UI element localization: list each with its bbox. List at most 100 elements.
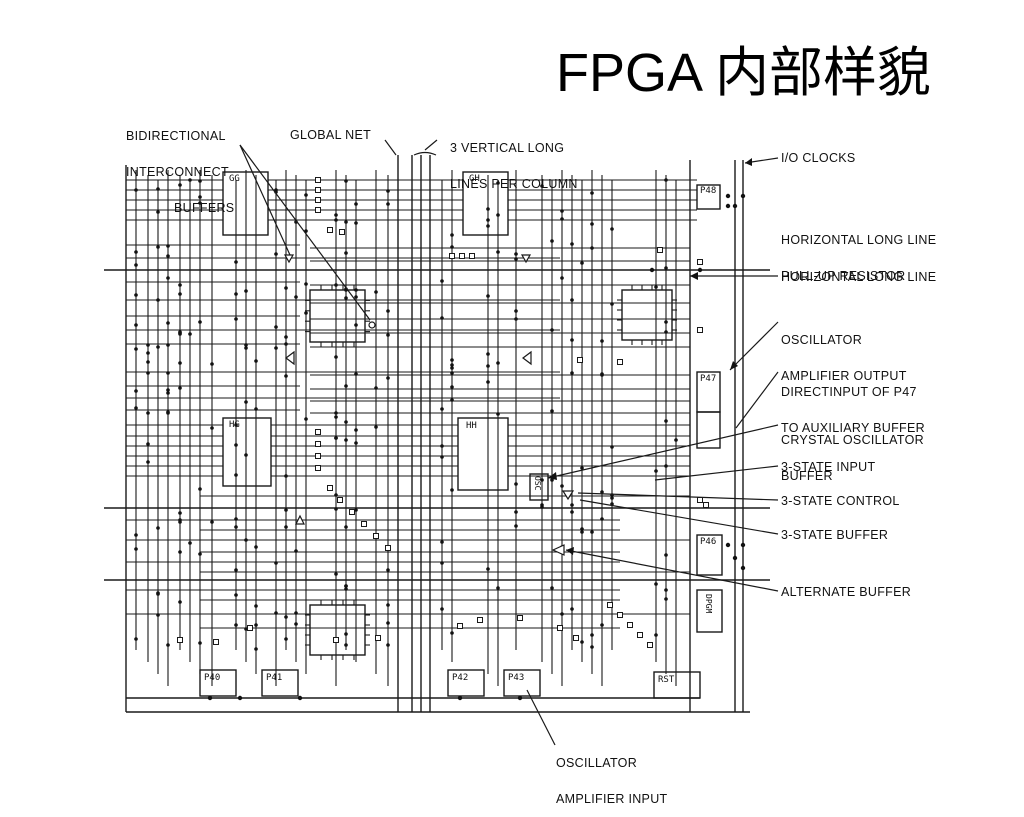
pip-dot	[496, 586, 500, 590]
pip-dot	[590, 530, 594, 534]
callout-alternate-buffer: ALTERNATE BUFFER	[781, 585, 912, 599]
interconnect-buffer-icon	[522, 350, 532, 366]
pip-dot	[386, 376, 390, 380]
pip-dot	[334, 283, 338, 287]
pip-dot	[210, 426, 214, 430]
pip-dot	[334, 411, 338, 415]
pip-dot	[344, 251, 348, 255]
pip-dot	[457, 695, 463, 701]
pip-dot	[386, 643, 390, 647]
pip-dot	[188, 332, 192, 336]
pip-dot	[580, 527, 584, 531]
pip-dot	[254, 647, 258, 651]
pip-dot	[440, 279, 444, 283]
pip-dot	[166, 371, 170, 375]
pip-dot	[514, 309, 518, 313]
pip-dot	[664, 178, 668, 182]
callout-leader	[424, 139, 438, 151]
alternate-buffer-icon	[551, 544, 565, 556]
pip-dot	[344, 220, 348, 224]
pip-dot	[274, 325, 278, 329]
programmable-point	[339, 229, 345, 235]
pip-dot	[740, 542, 746, 548]
pad-p48	[696, 184, 721, 210]
fpga-schematic	[104, 139, 779, 746]
switch-matrix	[621, 289, 673, 341]
pip-dot	[580, 640, 584, 644]
pip-dot	[244, 538, 248, 542]
programmable-point	[459, 253, 465, 259]
programmable-point	[315, 197, 321, 203]
pip-dot	[580, 466, 584, 470]
programmable-point	[315, 187, 321, 193]
callout-horizontal-long-line: HORIZONTAL LONG LINE	[781, 270, 937, 284]
slide-title: FPGA 内部样貌	[556, 43, 932, 103]
programmable-point	[697, 327, 703, 333]
pip-dot	[156, 613, 160, 617]
pip-dot	[570, 607, 574, 611]
pip-dot	[166, 388, 170, 392]
pad-p40-label: P40	[204, 673, 221, 683]
callout-leader	[239, 144, 371, 321]
pip-dot	[146, 351, 150, 355]
pip-dot	[354, 428, 358, 432]
pip-dot	[600, 372, 604, 376]
callout-global-net: GLOBAL NET	[290, 128, 372, 142]
pip-dot	[550, 328, 554, 332]
pip-dot	[664, 588, 668, 592]
pip-dot	[304, 311, 308, 315]
pip-dot	[570, 510, 574, 514]
pip-dot	[134, 293, 138, 297]
pip-dot	[198, 179, 202, 183]
pip-dot	[198, 320, 202, 324]
programmable-point	[469, 253, 475, 259]
pip-dot	[450, 233, 454, 237]
pip-dot	[334, 355, 338, 359]
pip-dot	[344, 438, 348, 442]
pip-dot	[284, 474, 288, 478]
pip-dot	[146, 343, 150, 347]
pip-dot	[178, 511, 182, 515]
pip-dot	[725, 193, 731, 199]
pip-dot	[600, 623, 604, 627]
pip-dot	[146, 360, 150, 364]
pip-dot	[740, 193, 746, 199]
pip-dot	[600, 339, 604, 343]
callout-leader	[735, 371, 779, 429]
pip-dot	[156, 187, 160, 191]
programmable-point	[457, 623, 463, 629]
pip-dot	[156, 210, 160, 214]
pip-dot	[374, 290, 378, 294]
io-buffer-icon	[368, 321, 376, 329]
switch-matrix	[309, 604, 366, 656]
pip-dot	[284, 615, 288, 619]
pip-dot	[254, 407, 258, 411]
interconnect-buffer-icon	[520, 254, 532, 264]
pad-p42-label: P42	[452, 673, 469, 683]
pip-dot	[540, 503, 544, 507]
pip-dot	[304, 193, 308, 197]
callout-leader	[239, 144, 291, 256]
pip-dot	[210, 520, 214, 524]
pip-dot	[274, 611, 278, 615]
pip-dot	[134, 323, 138, 327]
callout-crystal-osc: CRYSTAL OSCILLATOR BUFFER	[781, 433, 924, 483]
pip-dot	[590, 222, 594, 226]
programmable-point	[315, 465, 321, 471]
pip-dot	[297, 695, 303, 701]
pip-dot	[386, 309, 390, 313]
callout-leader	[579, 499, 779, 535]
pip-dot	[274, 252, 278, 256]
pip-dot	[178, 183, 182, 187]
pip-dot	[440, 316, 444, 320]
pip-dot	[134, 547, 138, 551]
pip-dot	[550, 586, 554, 590]
pip-dot	[560, 209, 564, 213]
pip-dot	[654, 469, 658, 473]
pip-dot	[198, 201, 202, 205]
pip-dot	[486, 352, 490, 356]
pip-dot	[664, 330, 668, 334]
arrowhead-icon	[548, 472, 557, 480]
pip-dot	[649, 267, 655, 273]
callout-direct-input: DIRECTINPUT OF P47 TO AUXILIARY BUFFER	[781, 385, 925, 435]
